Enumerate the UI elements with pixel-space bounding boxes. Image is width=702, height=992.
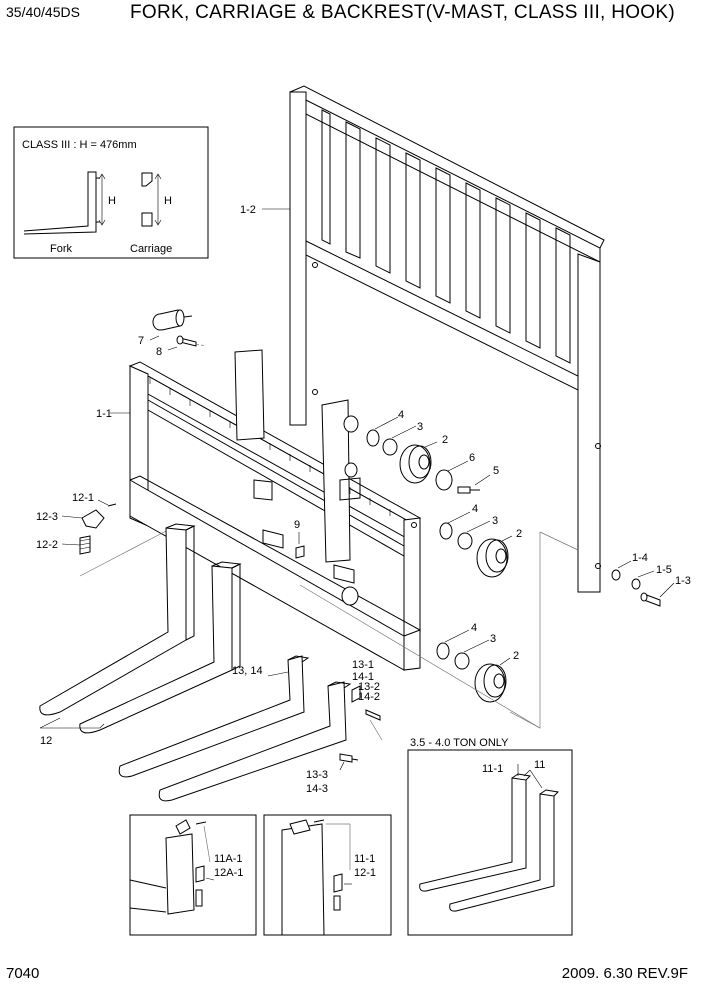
detail-box-left <box>129 814 257 936</box>
roller-group-top <box>366 429 480 494</box>
fork-pair-13-14 <box>118 655 352 802</box>
backrest <box>289 85 605 593</box>
inset-h-label-fork: H <box>108 195 116 207</box>
roller-2-top <box>399 444 431 484</box>
callout-4-top: 4 <box>398 409 404 421</box>
callout-2-middle: 2 <box>516 528 522 540</box>
roller-group-bottom <box>436 642 507 703</box>
callout-1-3: 1-3 <box>675 575 691 587</box>
callout-14-3: 14-3 <box>306 783 328 795</box>
ton-only-note: 3.5 - 4.0 TON ONLY <box>410 737 509 749</box>
inset-carriage-bottom <box>141 212 153 227</box>
callout-1-2: 1-2 <box>240 204 256 216</box>
plate-6 <box>435 469 453 491</box>
callout-13-2: 13-2 <box>358 681 380 693</box>
callout-12: 12 <box>40 735 52 747</box>
class-iii-inset: CLASS III : H = 476mm H Fork H Carriage <box>13 126 209 259</box>
callout-3-middle: 3 <box>492 515 498 527</box>
washer-3-top <box>382 438 398 456</box>
callout-11-1-detail: 11-1 <box>354 853 375 865</box>
page-title: FORK, CARRIAGE & BACKREST(V-MAST, CLASS … <box>130 2 675 23</box>
callout-12a-1: 12A-1 <box>214 867 243 879</box>
roller-group-middle <box>439 522 509 578</box>
callout-11a-1: 11A-1 <box>214 853 243 865</box>
callout-2-bottom: 2 <box>513 650 519 662</box>
callout-4-middle: 4 <box>472 503 478 515</box>
callout-12-3: 12-3 <box>36 511 58 523</box>
part-9-nut <box>295 545 305 559</box>
fork-lock-parts <box>79 503 117 555</box>
callout-12-2: 12-2 <box>36 539 58 551</box>
callout-1-4: 1-4 <box>632 552 648 564</box>
inset-spec-text: CLASS III : H = 476mm <box>22 139 137 151</box>
callout-14-2: 14-2 <box>358 691 380 703</box>
part-7-pin <box>152 309 193 331</box>
detail-box-middle <box>263 814 392 936</box>
bolt-5 <box>457 486 471 494</box>
callout-12-1: 12-1 <box>72 492 94 504</box>
callout-8: 8 <box>156 346 162 358</box>
revision-date: 2009. 6.30 REV.9F <box>561 965 688 982</box>
callout-9: 9 <box>294 519 300 531</box>
callout-11: 11 <box>534 759 545 771</box>
callout-13-3: 13-3 <box>306 769 328 781</box>
callout-11-1: 11-1 <box>482 763 503 775</box>
callout-13-1: 13-1 <box>352 659 374 671</box>
callout-5: 5 <box>493 465 499 477</box>
callout-7: 7 <box>138 335 144 347</box>
callout-1-5: 1-5 <box>656 564 672 576</box>
callout-4-bottom: 4 <box>471 622 477 634</box>
shim-4-top <box>366 429 380 447</box>
fork-pair-12 <box>39 523 242 734</box>
inset-fork-sketch <box>23 171 97 235</box>
callout-1-1: 1-1 <box>96 408 112 420</box>
callout-13-14: 13, 14 <box>232 665 263 677</box>
callout-3-top: 3 <box>417 421 423 433</box>
inset-carriage-label: Carriage <box>130 243 172 255</box>
callout-2-top: 2 <box>442 434 448 446</box>
carriage <box>128 349 422 671</box>
backrest-fasteners <box>611 569 661 607</box>
callout-12-1-detail: 12-1 <box>354 867 376 879</box>
callout-6: 6 <box>469 452 475 464</box>
inset-fork-label: Fork <box>50 243 73 255</box>
page-code: 7040 <box>6 965 40 982</box>
ton-only-box: 3.5 - 4.0 TON ONLY <box>407 737 573 936</box>
part-8-bolt <box>176 335 197 347</box>
callout-3-bottom: 3 <box>490 633 496 645</box>
model-code: 35/40/45DS <box>6 4 80 20</box>
inset-carriage-top <box>141 172 153 187</box>
inset-h-label-carriage: H <box>164 195 172 207</box>
callout-14-1: 14-1 <box>352 671 374 683</box>
